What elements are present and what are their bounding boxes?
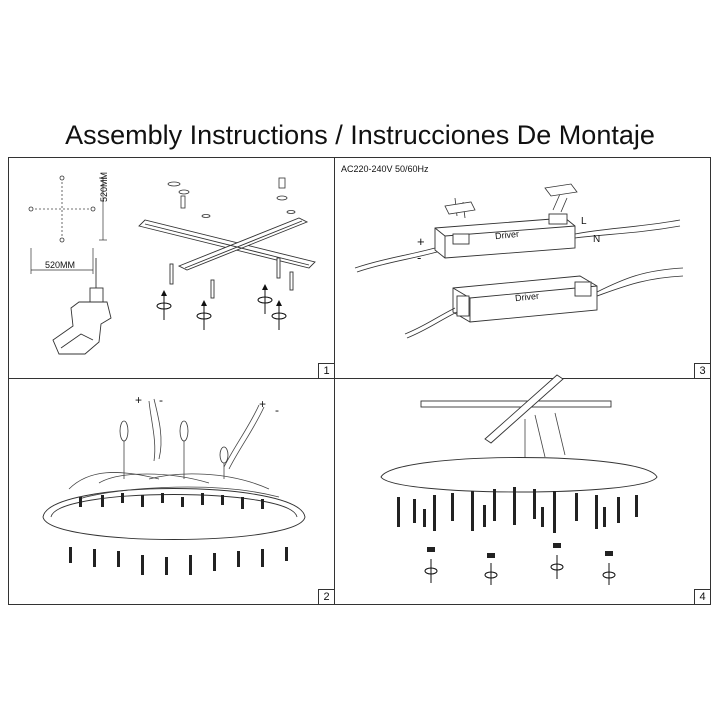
step-number-1: 1 [318,363,334,378]
step-number-2: 2 [318,589,334,604]
plus-left-label: + [135,393,143,407]
minus-label: - [417,250,422,265]
dimension-vertical-label: 520MM [99,171,109,202]
plus-label: + [417,234,425,249]
step-1-diagram [28,175,316,355]
plus-right-label: + [259,397,267,411]
power-spec-label: AC220-240V 50/60Hz [341,164,429,174]
page-title: Assembly Instructions / Instrucciones De… [65,120,655,150]
step-1-panel: 520MM 520MM 1 [8,157,335,379]
instruction-grid: 520MM 520MM 1 [8,157,711,605]
step-4-panel: 4 [334,374,711,605]
minus-left-label: - [159,393,163,407]
live-label: L [581,216,587,227]
step-2-diagram [42,398,306,575]
step-3-diagram [354,183,684,339]
neutral-label: N [593,234,601,245]
dimension-horizontal-label: 520MM [45,260,76,270]
step-number-4: 4 [694,589,710,604]
step-2-panel: + - + - 2 [8,378,335,605]
step-3-panel: AC220-240V 50/60Hz Driver Driver + - L N… [334,157,711,379]
step-4-diagram [380,374,658,585]
minus-right-label: - [275,403,279,417]
step-number-3: 3 [694,363,710,378]
